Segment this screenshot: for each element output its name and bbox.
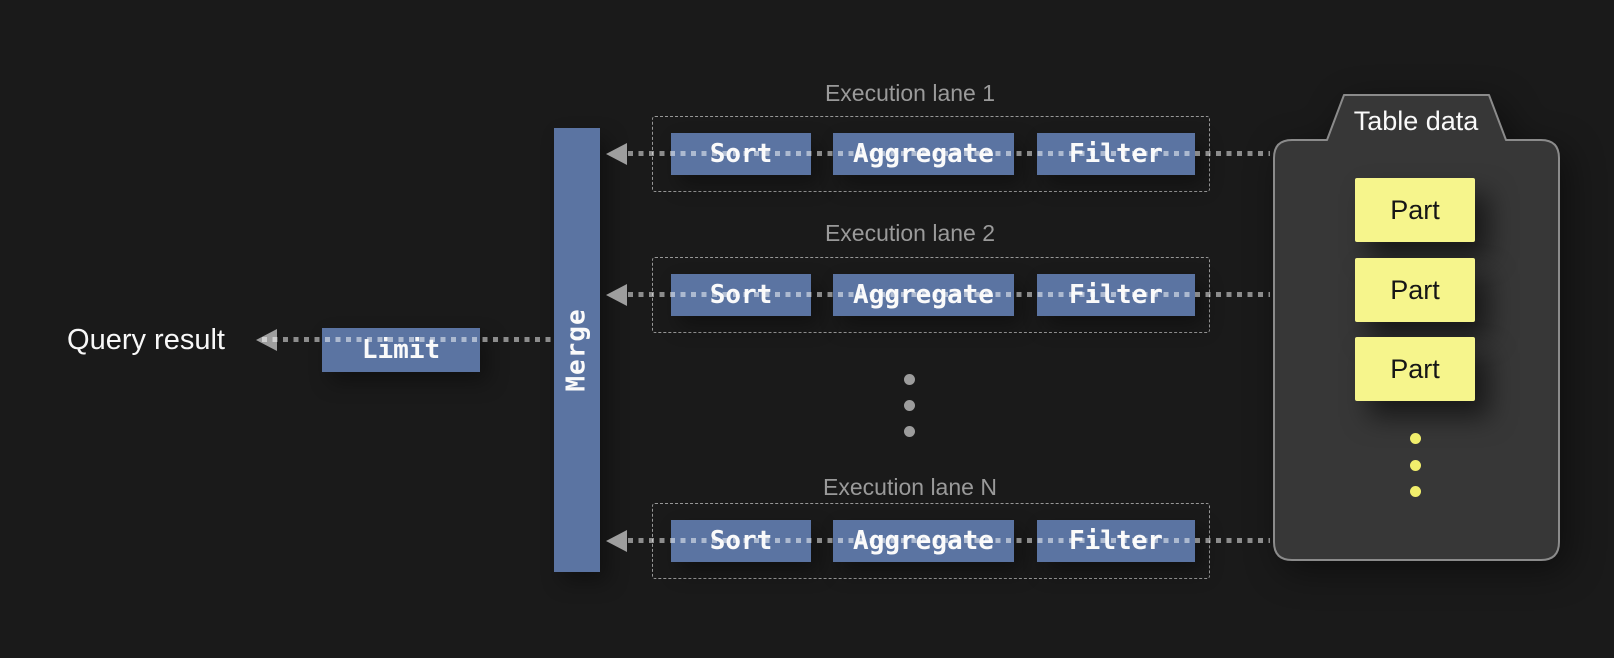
- table-part-block: Part: [1355, 337, 1475, 401]
- part-label: Part: [1390, 274, 1440, 305]
- lane-n-dotted-line: [628, 538, 1270, 543]
- part-ellipsis-dot: [1410, 460, 1421, 471]
- arrow-left-icon: [606, 143, 627, 165]
- table-part-block: Part: [1355, 258, 1475, 322]
- limit-to-result-dotted-line: [262, 337, 554, 342]
- limit-operator: Limit: [322, 328, 480, 372]
- part-label: Part: [1390, 353, 1440, 384]
- lane-2-label: Execution lane 2: [824, 220, 996, 246]
- lane-ellipsis-dot: [904, 374, 915, 385]
- part-label: Part: [1390, 194, 1440, 225]
- table-data-folder-shape: [1273, 94, 1560, 561]
- table-data-title: Table data: [1353, 106, 1479, 136]
- lane-1-label: Execution lane 1: [824, 80, 996, 106]
- arrow-left-icon: [606, 530, 627, 552]
- lane-ellipsis-dot: [904, 400, 915, 411]
- lane-1-dotted-line: [628, 151, 1270, 156]
- lane-n-label: Execution lane N: [823, 474, 997, 500]
- query-result-label: Query result: [67, 324, 225, 356]
- part-ellipsis-dot: [1410, 433, 1421, 444]
- merge-operator-label: Merge: [562, 308, 592, 392]
- arrow-left-icon: [606, 284, 627, 306]
- merge-operator: Merge: [554, 128, 600, 572]
- lane-ellipsis-dot: [904, 426, 915, 437]
- table-part-block: Part: [1355, 178, 1475, 242]
- lane-2-dotted-line: [628, 292, 1270, 297]
- table-data-container: [1273, 94, 1560, 561]
- part-ellipsis-dot: [1410, 486, 1421, 497]
